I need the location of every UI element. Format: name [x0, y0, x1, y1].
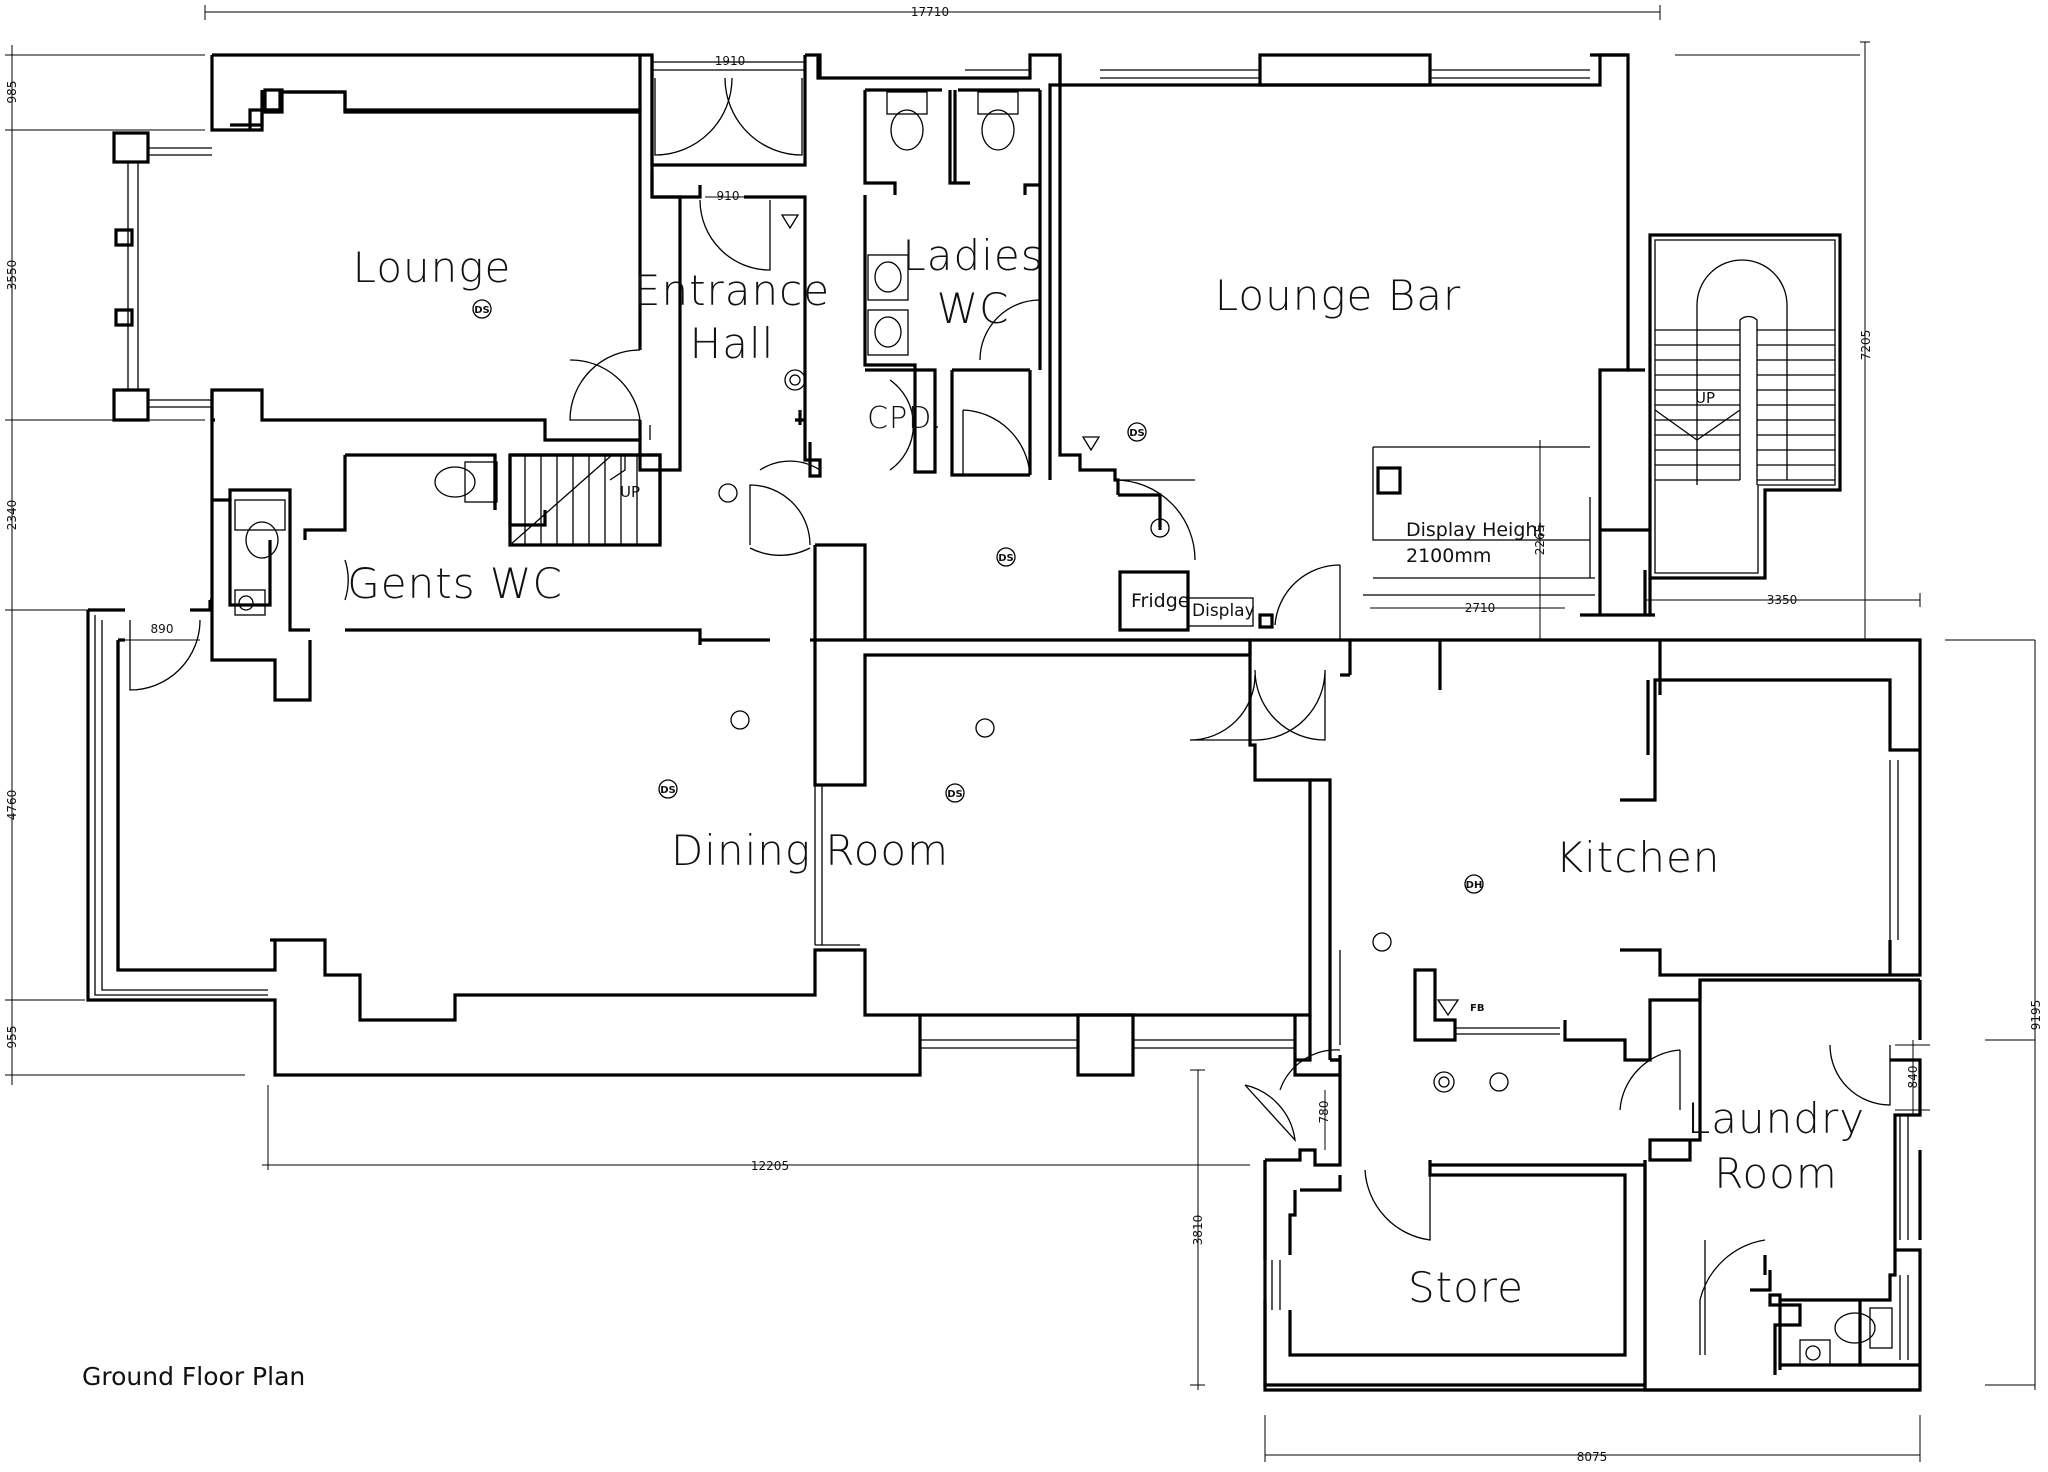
smoke-detector-dining	[658, 779, 678, 799]
walls	[86, 53, 1922, 1392]
dim-4760: 4760	[5, 790, 19, 821]
smoke-detector-dining-2	[945, 783, 965, 803]
room-ladies: Ladies	[902, 231, 1043, 280]
cpd-walls	[865, 368, 1032, 477]
dim-9195: 9195	[2029, 1000, 2043, 1031]
dh-label: DH	[1466, 880, 1483, 891]
ds-label: DS	[947, 789, 963, 800]
dim-780: 780	[1317, 1101, 1331, 1124]
ds-label: DS	[1129, 428, 1145, 439]
stair-treads-left	[509, 454, 638, 546]
dim-8075: 8075	[1577, 1450, 1608, 1464]
fire-blanket-icon	[1436, 999, 1460, 1017]
room-entrance: Entrance	[634, 266, 830, 315]
dim-2340: 2340	[5, 500, 19, 531]
dim-3350: 3350	[1767, 593, 1798, 607]
smoke-alarm	[1433, 1071, 1455, 1093]
room-lounge: Lounge	[353, 243, 512, 292]
stair-right	[1648, 233, 1842, 580]
lounge-bar-walls	[1058, 53, 1650, 617]
fb-label: FB	[1470, 1003, 1484, 1014]
laundry-walls	[1643, 980, 1922, 1392]
dim-890: 890	[151, 622, 174, 636]
dimension-text: 17710 1910 910 890 2710 2265 3350 7205 9…	[5, 5, 2043, 1464]
stair-up-left: UP	[620, 483, 640, 501]
light-fitting	[1150, 518, 1170, 538]
display-height-value: 2100mm	[1406, 545, 1491, 567]
ds-label: DS	[474, 305, 490, 316]
dimension-lines	[5, 5, 2036, 1462]
stair-treads-right	[1655, 329, 1835, 481]
lounge-bay	[112, 131, 150, 422]
dim-910: 910	[717, 189, 740, 203]
dim-7205: 7205	[1859, 330, 1873, 361]
dim-2265: 2265	[1533, 525, 1547, 556]
entrance-walls	[650, 53, 822, 478]
extinguisher-icon	[1081, 436, 1101, 452]
room-lounge-bar: Lounge Bar	[1215, 271, 1462, 320]
doors	[129, 77, 1891, 1355]
room-laundry: Laundry	[1687, 1094, 1865, 1143]
dim-3550: 3550	[5, 260, 19, 291]
alarm-point	[784, 369, 806, 391]
fridge-label: Fridge	[1131, 590, 1189, 612]
dim-985: 985	[5, 81, 19, 104]
ds-label: DS	[660, 785, 676, 796]
room-labels: Lounge Entrance Hall Ladies WC Lounge Ba…	[347, 231, 1865, 1312]
ds-label: DS	[998, 553, 1014, 564]
display-height-label: Display Height	[1406, 519, 1545, 541]
dim-2710: 2710	[1465, 601, 1496, 615]
smoke-detector-lounge	[472, 299, 492, 319]
room-laundry-room: Room	[1714, 1149, 1838, 1198]
dim-955: 955	[5, 1026, 19, 1049]
room-gents-wc: Gents WC	[347, 559, 563, 608]
small-labels: UP UP Fridge Display Display Height 2100…	[620, 389, 1715, 621]
plan-title: Ground Floor Plan	[82, 1362, 305, 1391]
light-fitting	[1372, 932, 1392, 952]
dim-overall-width: 17710	[911, 5, 949, 19]
heat-detector-kitchen	[1464, 874, 1484, 894]
dim-3810: 3810	[1191, 1215, 1205, 1246]
symbols: DS DS DS DS DS DH FB	[472, 214, 1509, 1093]
room-cpd: CPD.	[867, 401, 943, 436]
light-fitting	[975, 718, 995, 738]
extinguisher-icon	[780, 214, 800, 230]
room-store: Store	[1408, 1263, 1524, 1312]
lounge-inner	[230, 90, 642, 440]
smoke-detector-corridor	[996, 547, 1016, 567]
room-hall: Hall	[690, 319, 775, 368]
stair-up-right: UP	[1695, 389, 1715, 407]
room-ladies-wc: WC	[937, 284, 1010, 333]
display-label: Display	[1192, 601, 1255, 621]
light-fitting	[1489, 1072, 1509, 1092]
dim-12205: 12205	[751, 1159, 789, 1173]
light-fitting	[718, 483, 738, 503]
fixtures	[234, 91, 1893, 1366]
lounge-walls	[210, 53, 682, 472]
smoke-detector-bar	[1127, 422, 1147, 442]
ladies-walls	[816, 53, 1062, 474]
light-fitting	[730, 710, 750, 730]
room-dining: Dining Room	[671, 826, 949, 875]
room-kitchen: Kitchen	[1556, 833, 1721, 882]
dim-1910: 1910	[715, 54, 746, 68]
dim-840: 840	[1906, 1066, 1920, 1089]
kitchen-walls	[1310, 638, 1922, 1060]
